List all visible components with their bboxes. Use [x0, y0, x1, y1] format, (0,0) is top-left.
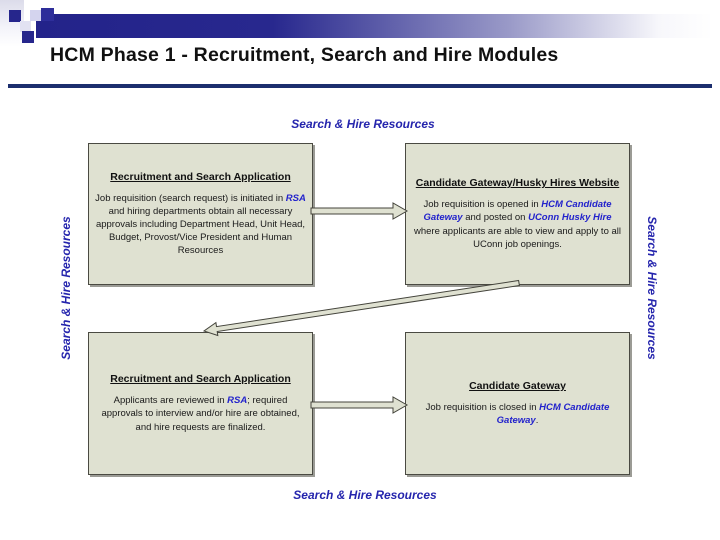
flow-label-left: Search & Hire Resources: [59, 216, 73, 360]
box-body: Job requisition is closed in HCM Candida…: [425, 401, 610, 426]
slide-title: HCM Phase 1 - Recruitment, Search and Hi…: [50, 44, 559, 66]
box-rsa-review: Recruitment and Search Application Appli…: [88, 332, 313, 475]
box-candidate-gateway-open: Candidate Gateway/Husky Hires Website Jo…: [405, 143, 630, 285]
box-title: Candidate Gateway/Husky Hires Website: [415, 177, 620, 190]
box-candidate-gateway-close: Candidate Gateway Job requisition is clo…: [405, 332, 630, 475]
checker-square-icon: [9, 10, 21, 22]
checker-square-icon: [30, 10, 41, 21]
checker-square-icon: [41, 8, 54, 21]
header-gradient-bar: [36, 14, 713, 38]
flow-label-bottom: Search & Hire Resources: [293, 488, 437, 502]
flow-arrow-top: [310, 202, 409, 220]
title-divider: [8, 84, 712, 88]
flow-arrow-bottom: [310, 396, 409, 414]
box-rsa-initiate: Recruitment and Search Application Job r…: [88, 143, 313, 285]
box-body: Applicants are reviewed in RSA; required…: [101, 395, 300, 433]
box-body: Job requisition (search request) is init…: [95, 192, 306, 257]
box-title: Recruitment and Search Application: [110, 373, 291, 386]
flow-label-right: Search & Hire Resources: [645, 216, 659, 360]
flow-label-top: Search & Hire Resources: [291, 117, 435, 131]
checker-square-icon: [20, 21, 31, 32]
box-title: Candidate Gateway: [469, 379, 566, 392]
flow-arrow-return: [202, 279, 520, 337]
box-body: Job requisition is opened in HCM Candida…: [413, 199, 621, 250]
box-title: Recruitment and Search Application: [110, 170, 291, 183]
checker-square-icon: [22, 31, 34, 43]
